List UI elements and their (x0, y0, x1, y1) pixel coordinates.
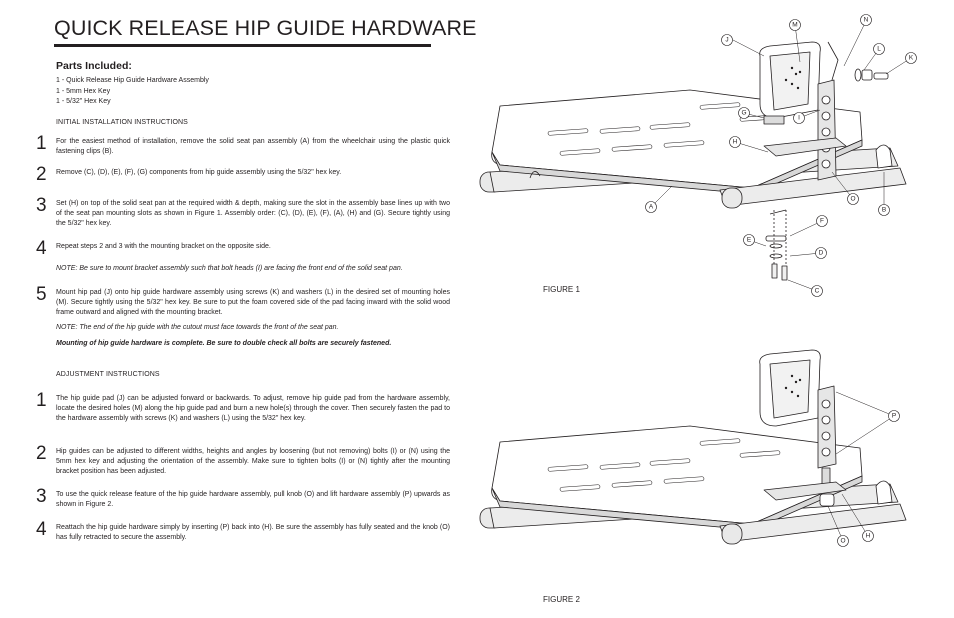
svg-text:F: F (820, 218, 824, 225)
assembly-drawings: J M N L K G I H O B A F E D C P O H (479, 14, 917, 547)
svg-text:A: A (649, 204, 654, 211)
callout-label: F (816, 215, 828, 227)
callout-label: O (837, 535, 849, 547)
step-text: Reattach the hip guide hardware simply b… (56, 524, 450, 542)
step-number: 5 (36, 284, 47, 305)
install-note-complete: Mounting of hip guide hardware is comple… (56, 340, 392, 347)
svg-text:L: L (877, 46, 881, 53)
svg-text:D: D (819, 250, 824, 257)
callout-label: B (878, 204, 890, 216)
step-text: To use the quick release feature of the … (56, 491, 450, 509)
installation-heading: INITIAL INSTALLATION INSTRUCTIONS (56, 119, 188, 126)
parts-item: 1 - 5/32" Hex Key (56, 98, 111, 106)
callout-label: M (789, 19, 801, 31)
callout-label: P (888, 410, 900, 422)
svg-text:K: K (909, 55, 914, 62)
page-title: QUICK RELEASE HIP GUIDE HARDWARE (54, 16, 477, 40)
step-number: 4 (36, 519, 47, 540)
step-number: 1 (36, 133, 47, 154)
callout-label: N (860, 14, 872, 26)
svg-text:M: M (792, 22, 797, 29)
step-text: Set (H) on top of the solid seat pan at … (56, 200, 450, 228)
svg-text:O: O (840, 538, 845, 545)
step-text: The hip guide pad (J) can be adjusted fo… (56, 395, 450, 423)
callout-label: G (738, 107, 750, 119)
svg-text:H: H (733, 139, 738, 146)
callout-label: H (729, 136, 741, 148)
step-text: Hip guides can be adjusted to different … (56, 448, 450, 476)
figure-2-drawing (479, 349, 907, 545)
callout-label: K (905, 52, 917, 64)
adjustment-heading: ADJUSTMENT INSTRUCTIONS (56, 371, 160, 378)
step-number: 1 (36, 390, 47, 411)
parts-heading: Parts Included: (56, 60, 132, 72)
svg-text:C: C (815, 288, 820, 295)
figure-2-callouts: P O H (837, 410, 900, 547)
install-note-1: NOTE: Be sure to mount bracket assembly … (56, 265, 403, 272)
figure-1-drawing (479, 41, 907, 281)
svg-text:I: I (798, 115, 800, 122)
svg-text:E: E (747, 237, 752, 244)
callout-label: A (645, 201, 657, 213)
step-number: 3 (36, 486, 47, 507)
figure-1-callouts: J M N L K G I H O B A F E D C (645, 14, 917, 297)
callout-label: C (811, 285, 823, 297)
step-number: 2 (36, 443, 47, 464)
callout-label: L (873, 43, 885, 55)
callout-label: H (862, 530, 874, 542)
svg-text:P: P (892, 413, 896, 420)
parts-item: 1 - 5mm Hex Key (56, 87, 111, 95)
svg-text:B: B (882, 207, 886, 214)
step-text: Remove (C), (D), (E), (F), (G) component… (56, 169, 342, 176)
step-text: Mount hip pad (J) onto hip guide hardwar… (56, 289, 450, 317)
svg-text:H: H (866, 533, 871, 540)
callout-label: J (721, 34, 733, 46)
step-text: Repeat steps 2 and 3 with the mounting b… (56, 243, 271, 250)
title-underline (54, 44, 431, 47)
svg-text:O: O (850, 196, 855, 203)
step-number: 2 (36, 164, 47, 185)
callout-label: O (847, 193, 859, 205)
figure-1-label: FIGURE 1 (543, 285, 580, 294)
svg-text:N: N (864, 17, 869, 24)
callout-label: D (815, 247, 827, 259)
step-text: For the easiest method of installation, … (56, 138, 450, 156)
install-note-2: NOTE: The end of the hip guide with the … (56, 324, 339, 331)
parts-list: 1 - Quick Release Hip Guide Hardware Ass… (56, 76, 209, 108)
callout-label: E (743, 234, 755, 246)
step-number: 3 (36, 195, 47, 216)
parts-item: 1 - Quick Release Hip Guide Hardware Ass… (56, 77, 209, 84)
svg-text:J: J (725, 37, 728, 44)
callout-label: I (793, 112, 805, 124)
figure-2-label: FIGURE 2 (543, 595, 580, 604)
step-number: 4 (36, 238, 47, 259)
svg-text:G: G (741, 110, 746, 117)
